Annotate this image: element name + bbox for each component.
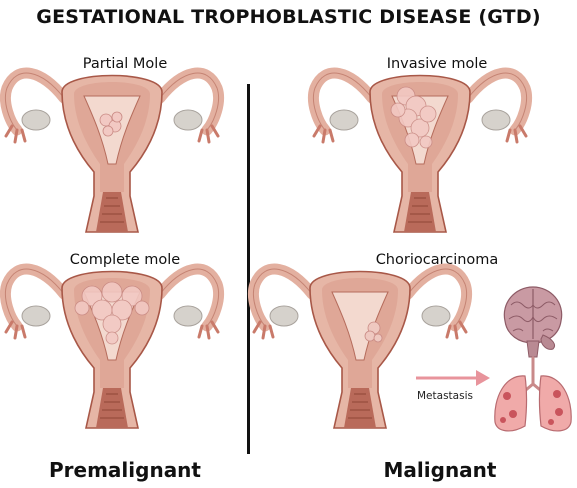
invasive-mole-uterus [313,73,526,232]
complete-mole-uterus [5,269,218,428]
brain-icon [504,287,561,357]
lungs-icon [495,358,571,431]
metastasis-label: Metastasis [417,390,473,402]
footer-premalignant: Premalignant [20,458,230,482]
choriocarcinoma-uterus [253,269,466,428]
footer-malignant: Malignant [340,458,540,482]
metastasis-arrow [416,370,490,386]
partial-mole-uterus [5,73,218,232]
